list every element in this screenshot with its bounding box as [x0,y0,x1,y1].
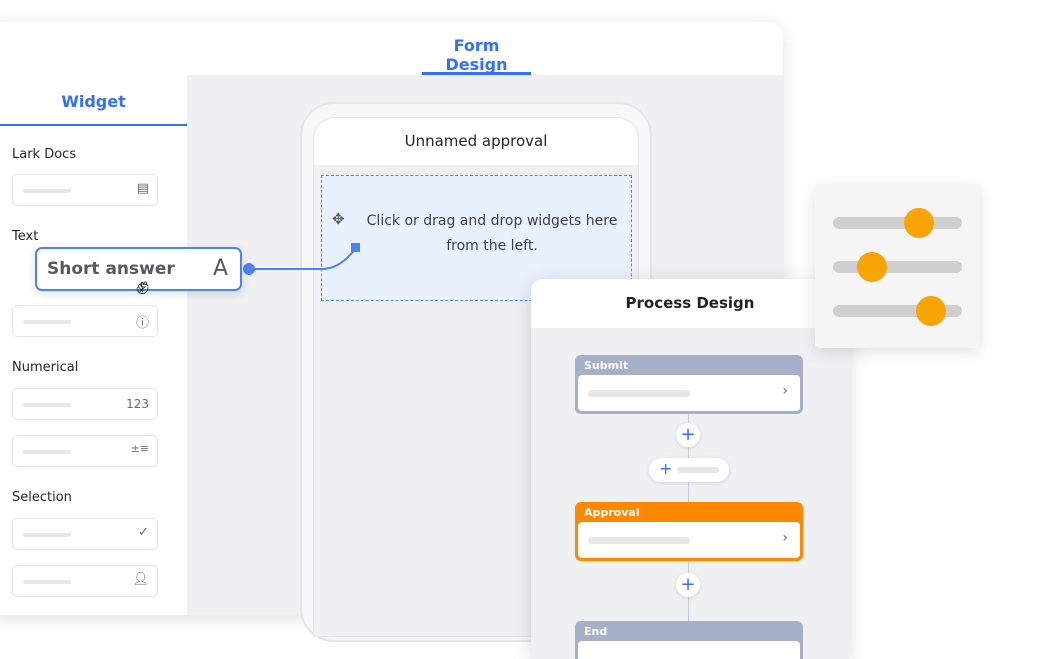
node-label: End [584,625,608,638]
slider-track[interactable] [833,261,962,273]
widget-lark-docs[interactable]: ▤ [12,174,158,206]
process-design-panel: Process Design Submit › + + Approval › +… [531,279,849,659]
info-icon: ⓘ [135,316,149,331]
section-label-selection: Selection [12,490,72,505]
grab-cursor-icon: ✊︎ [136,272,150,300]
process-title: Process Design [531,279,849,328]
chevron-right-icon: › [782,383,788,399]
chevron-right-icon: › [782,530,788,546]
widget-formula[interactable]: ±≡ [12,435,158,467]
tab-widget[interactable]: Widget [61,92,126,111]
widget-single-select[interactable]: ✓ [12,518,158,550]
node-approval[interactable]: Approval › [575,502,803,561]
node-label: Submit [584,359,629,372]
drop-zone[interactable]: ✥ Click or drag and drop widgets here fr… [321,175,632,301]
add-branch-button[interactable]: + [649,458,729,482]
text-icon: A [212,256,228,281]
widget-tab-indicator [0,124,187,126]
node-end[interactable]: End [575,621,803,659]
formula-icon: ±≡ [130,442,149,455]
move-icon: ✥ [332,210,345,228]
section-label-text: Text [12,229,39,244]
short-answer-label: Short answer [47,259,175,279]
drop-hint: Click or drag and drop widgets here from… [366,213,618,254]
slider-knob[interactable] [916,296,947,326]
widget-description[interactable]: ⓘ [12,305,158,337]
plus-icon: + [659,459,673,478]
section-label-numerical: Numerical [12,360,79,375]
section-label-lark-docs: Lark Docs [12,147,77,162]
active-tab-indicator [422,72,531,75]
dragged-widget-short-answer[interactable]: Short answer A [35,247,242,291]
slider-track[interactable] [833,217,962,229]
form-title: Unnamed approval [314,118,638,165]
node-submit[interactable]: Submit › [575,355,803,414]
person-icon: 👤︎ [132,572,149,587]
node-label: Approval [584,506,640,519]
widget-contact[interactable]: 👤︎ [12,565,158,597]
widget-number[interactable]: 123 [12,388,158,420]
number-icon: 123 [126,397,149,411]
tab-form-design[interactable]: Form Design [445,36,508,74]
add-node-button[interactable]: + [676,423,700,447]
slider-knob[interactable] [856,252,887,282]
slider-knob[interactable] [904,208,935,238]
check-circle-icon: ✓ [138,525,149,540]
add-node-button[interactable]: + [676,573,700,597]
document-icon: ▤ [136,181,149,196]
drag-connector [243,243,360,275]
slider-card [815,184,980,348]
